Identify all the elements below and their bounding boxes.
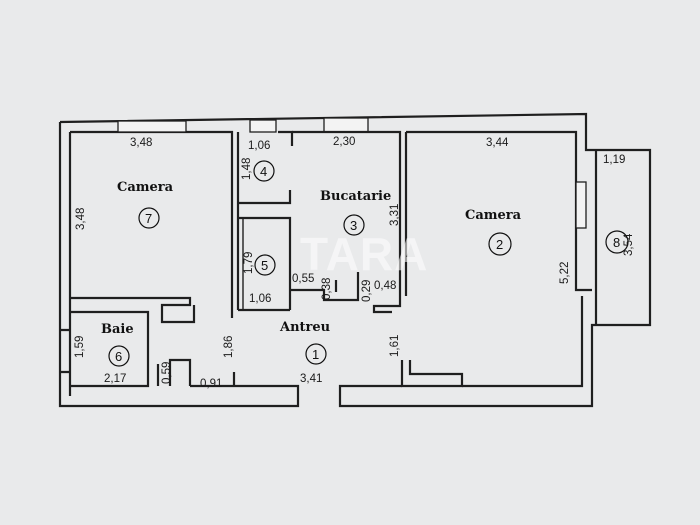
camera-right-walls — [400, 130, 592, 388]
dim-balcony-height: 3,54 — [623, 233, 635, 256]
dim-bucatarie-opening: 0,48 — [374, 280, 396, 292]
room-label-antreu: Antreu — [279, 320, 330, 335]
outer-walls — [58, 112, 652, 408]
dim-camera-right-width: 3,44 — [486, 137, 509, 149]
bucatarie-walls — [290, 130, 402, 314]
dim-camera-left-width: 3,48 — [130, 137, 152, 149]
service-rooms-walls — [236, 130, 294, 312]
watermark: TARA — [300, 228, 428, 280]
room-number-8: 8 — [613, 235, 620, 250]
room-label-camera-left: Camera — [117, 180, 174, 195]
dim-room5-height: 1,79 — [243, 252, 255, 274]
dim-room4-height: 1,48 — [241, 158, 253, 180]
dim-camera-left-height: 3,48 — [75, 208, 87, 230]
room-label-camera-right: Camera — [465, 208, 522, 223]
dim-bucatarie-wall: 0,29 — [361, 280, 373, 302]
dim-camera-right-height: 5,22 — [559, 262, 571, 284]
baie-walls — [60, 310, 236, 388]
dim-antreu-wall: 0,91 — [200, 378, 222, 390]
dim-bucatarie-width: 2,30 — [333, 136, 355, 148]
dim-room5-width: 1,06 — [249, 293, 271, 305]
dim-bucatarie-height: 3,31 — [389, 204, 401, 226]
dim-room4-width: 1,06 — [248, 140, 270, 152]
room-number-markers — [108, 160, 629, 367]
room-number-1: 1 — [312, 347, 319, 362]
dim-antreu-height: 1,86 — [223, 336, 235, 358]
dim-balcony-width: 1,19 — [603, 154, 625, 166]
room-number-4: 4 — [260, 164, 267, 179]
top-windows — [117, 117, 369, 133]
dim-baie-width: 2,17 — [104, 373, 126, 385]
dim-antreu-right-height: 1,61 — [389, 335, 401, 357]
dim-niche-depth: 0,38 — [321, 278, 333, 300]
room-label-bucatarie: Bucatarie — [320, 189, 391, 204]
dim-baie-door: 0,59 — [161, 362, 173, 384]
room-number-5: 5 — [261, 258, 268, 273]
dim-baie-height: 1,59 — [74, 336, 86, 358]
dim-antreu-width: 3,41 — [300, 373, 322, 385]
room-number-3: 3 — [350, 218, 357, 233]
room-label-baie: Baie — [101, 322, 134, 337]
room-number-7: 7 — [145, 211, 152, 226]
dim-niche-width: 0,55 — [292, 273, 314, 285]
room-number-2: 2 — [496, 237, 503, 252]
camera-left-walls — [70, 130, 234, 324]
room-number-6: 6 — [115, 349, 122, 364]
